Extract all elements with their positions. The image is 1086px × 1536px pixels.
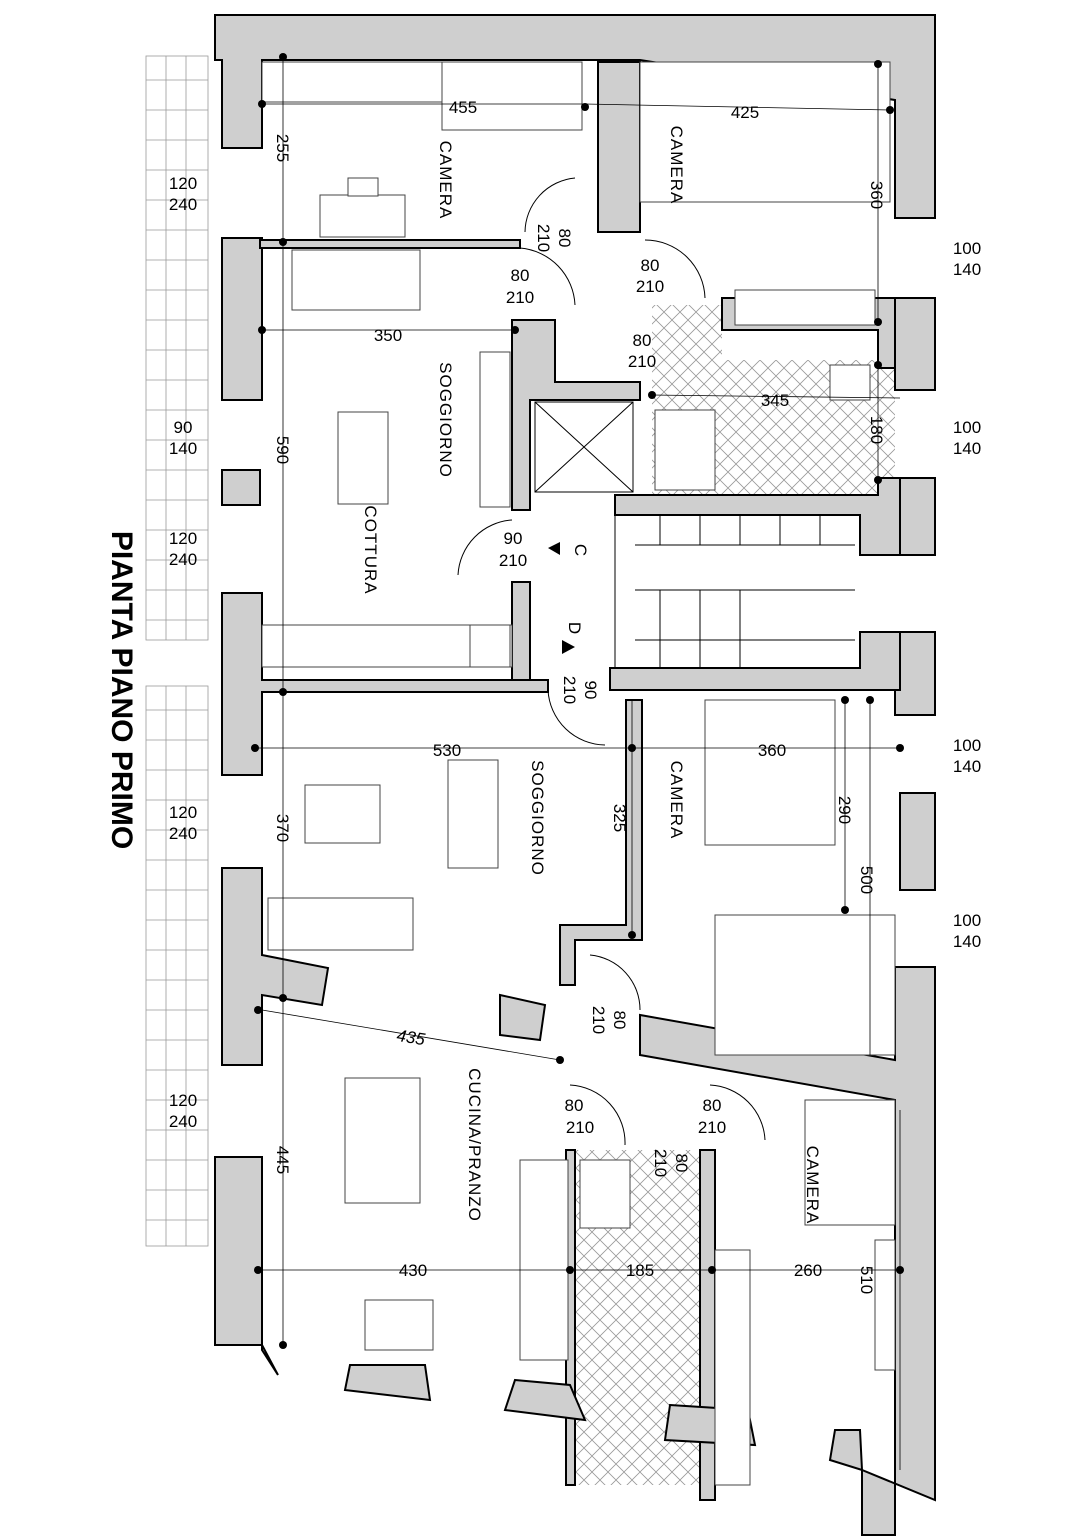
door-width: 80 [633, 331, 652, 350]
dim-label: 455 [449, 98, 477, 117]
dim-label: 360 [758, 741, 786, 760]
door-width: 80 [511, 266, 530, 285]
window-height: 140 [953, 757, 981, 776]
dim-label: 430 [399, 1261, 427, 1280]
window-width: 120 [169, 529, 197, 548]
door-height: 210 [534, 224, 553, 252]
window-height: 240 [169, 824, 197, 843]
door-height: 210 [589, 1006, 608, 1034]
door-height: 210 [636, 277, 664, 296]
door-labels: 80 210 80 210 80 210 80 210 90 210 90 21… [499, 224, 726, 1177]
door-height: 210 [566, 1118, 594, 1137]
window-height: 140 [169, 439, 197, 458]
room-label-cucina-pranzo: CUCINA/PRANZO [465, 1068, 484, 1222]
window-height: 140 [953, 260, 981, 279]
door-width: 80 [565, 1096, 584, 1115]
section-marker-d: D [565, 622, 584, 634]
plan-title: PIANTA PIANO PRIMO [105, 531, 138, 849]
dim-label: 260 [794, 1261, 822, 1280]
dim-label: 345 [761, 391, 789, 410]
door-width: 80 [610, 1011, 629, 1030]
dim-label: 445 [273, 1146, 292, 1174]
window-width: 100 [953, 736, 981, 755]
bathroom-floor-bottom [575, 1150, 700, 1485]
dim-label: 510 [857, 1266, 876, 1294]
room-label-soggiorno: SOGGIORNO [528, 760, 547, 876]
door-height: 210 [651, 1149, 670, 1177]
door-width: 80 [703, 1096, 722, 1115]
door-height: 210 [560, 676, 579, 704]
dim-label: 290 [835, 796, 854, 824]
section-markers: C D [548, 542, 590, 654]
dim-label: 500 [857, 866, 876, 894]
section-c-arrow-icon [548, 542, 560, 555]
window-width: 120 [169, 174, 197, 193]
door-width: 80 [641, 256, 660, 275]
dim-label: 185 [626, 1261, 654, 1280]
room-label-camera: CAMERA [803, 1146, 822, 1225]
room-label-soggiorno: SOGGIORNO [436, 362, 455, 478]
dim-label: 530 [433, 741, 461, 760]
door-width: 80 [672, 1154, 691, 1173]
door-width: 90 [581, 681, 600, 700]
dim-label: 360 [867, 181, 886, 209]
dim-label: 435 [395, 1026, 427, 1049]
dim-label: 590 [273, 436, 292, 464]
section-d-arrow-icon [562, 640, 575, 654]
room-label-camera: CAMERA [436, 141, 455, 220]
window-height: 140 [953, 439, 981, 458]
dim-label: 350 [374, 326, 402, 345]
window-height: 240 [169, 195, 197, 214]
window-width: 100 [953, 911, 981, 930]
window-width: 100 [953, 418, 981, 437]
dim-label: 425 [731, 103, 759, 122]
window-labels: 120 240 100 140 90 140 100 140 120 240 1… [169, 174, 981, 1131]
dim-label: 255 [273, 134, 292, 162]
window-height: 140 [953, 932, 981, 951]
door-width: 80 [555, 229, 574, 248]
stair-core [534, 401, 855, 668]
door-height: 210 [628, 352, 656, 371]
room-label-camera: CAMERA [667, 126, 686, 205]
dimension-lines [255, 60, 901, 1470]
door-height: 210 [499, 551, 527, 570]
balcony-top [145, 55, 209, 641]
window-width: 90 [174, 418, 193, 437]
door-swings [457, 177, 766, 1146]
door-height: 210 [506, 288, 534, 307]
balcony-bottom [145, 685, 209, 1247]
window-width: 100 [953, 239, 981, 258]
window-height: 240 [169, 550, 197, 569]
window-width: 120 [169, 803, 197, 822]
dimension-labels: 455 425 255 360 350 590 345 180 530 360 … [273, 98, 886, 1294]
section-marker-c: C [571, 544, 590, 556]
door-width: 90 [504, 529, 523, 548]
door-height: 210 [698, 1118, 726, 1137]
room-label-cottura: COTTURA [361, 505, 380, 594]
dimension-dots [251, 53, 904, 1349]
furniture [261, 61, 896, 1486]
room-labels: CAMERA CAMERA SOGGIORNO COTTURA SOGGIORN… [361, 126, 822, 1225]
dim-label: 180 [867, 416, 886, 444]
dim-label: 370 [273, 814, 292, 842]
window-width: 120 [169, 1091, 197, 1110]
dim-label: 325 [610, 804, 629, 832]
window-height: 240 [169, 1112, 197, 1131]
room-label-camera: CAMERA [667, 761, 686, 840]
